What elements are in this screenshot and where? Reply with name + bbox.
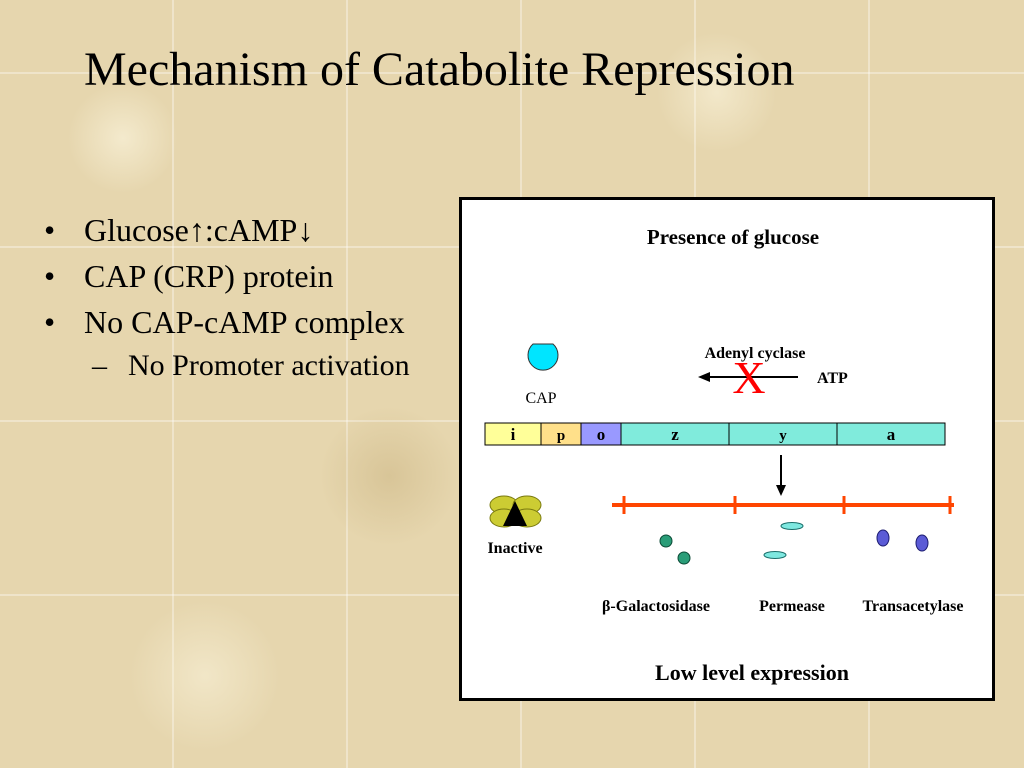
galactosidase-molecule-icon: [659, 534, 673, 548]
inactive-label: Inactive: [487, 540, 542, 557]
bullet-dot: •: [44, 212, 56, 248]
operon-diagram: Presence of glucose CAP Adenyl cyclase X…: [484, 225, 964, 685]
adenyl-cyclase-label: Adenyl cyclase: [705, 345, 806, 362]
inactive-repressor-icon: [489, 495, 542, 528]
bullet-dot: •: [44, 258, 56, 294]
gene-label-p: p: [557, 428, 565, 444]
gene-label-y: y: [779, 428, 787, 444]
cap-protein-icon: [527, 343, 559, 371]
transcription-arrow-head-icon: [776, 485, 786, 496]
bullet-dot: •: [44, 304, 56, 340]
bullet-text: CAP (CRP) protein: [84, 258, 334, 294]
gene-label-a: a: [887, 425, 896, 444]
figure-footer: Low level expression: [655, 660, 849, 685]
permease-molecule-icon: [763, 551, 787, 559]
bullet-item: • Glucose↑:cAMP↓: [40, 210, 440, 250]
slide-title: Mechanism of Catabolite Repression: [84, 43, 795, 96]
blocked-x-mark: X: [732, 352, 765, 403]
permease-molecule-icon: [780, 522, 804, 530]
product-label-galactosidase: β-Galactosidase: [602, 598, 710, 615]
bullet-text: Glucose↑:cAMP↓: [84, 212, 314, 248]
bullet-list: • Glucose↑:cAMP↓ • CAP (CRP) protein • No C…: [40, 210, 440, 390]
gene-label-o: o: [597, 425, 606, 444]
product-label-transacetylase: Transacetylase: [862, 598, 963, 615]
gene-segment-a: [836, 422, 946, 446]
bullet-item: • CAP (CRP) protein: [40, 256, 440, 296]
gene-label-i: i: [511, 425, 516, 444]
cap-label: CAP: [525, 390, 556, 407]
galactosidase-molecule-icon: [677, 551, 691, 565]
gene-label-z: z: [671, 425, 679, 444]
sub-bullet-dash: –: [92, 349, 107, 382]
transacetylase-molecule-icon: [915, 534, 929, 552]
gene-bar: i p o z y a: [484, 422, 946, 446]
reaction-arrow-head-icon: [698, 372, 710, 382]
transacetylase-molecule-icon: [876, 529, 890, 547]
sub-bullet-text: No Promoter activation: [128, 349, 410, 382]
operon-figure: Presence of glucose CAP Adenyl cyclase X…: [459, 197, 995, 701]
bullet-text: No CAP-cAMP complex: [84, 304, 405, 340]
figure-heading: Presence of glucose: [647, 225, 819, 249]
product-label-permease: Permease: [759, 598, 825, 615]
bullet-item: • No CAP-cAMP complex: [40, 302, 440, 342]
atp-label: ATP: [817, 370, 848, 387]
sub-bullet-item: –No Promoter activation: [40, 348, 440, 384]
